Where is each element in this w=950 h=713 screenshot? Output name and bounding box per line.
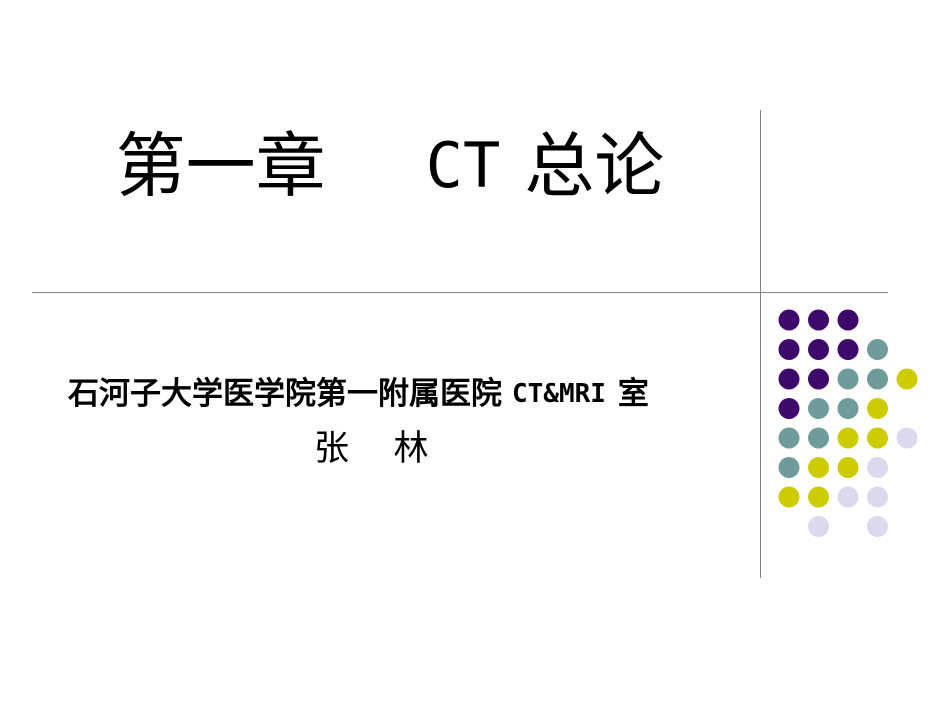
decorative-dot-yellow bbox=[837, 457, 859, 478]
decorative-dot-lavender bbox=[837, 486, 859, 508]
institution-name: 石河子大学医学院第一附属医院 bbox=[68, 375, 502, 412]
decorative-dot-yellow bbox=[808, 457, 829, 478]
decorative-dot-yellow bbox=[867, 398, 888, 419]
decorative-dot-purple bbox=[837, 309, 859, 331]
author-name: 张 林 bbox=[314, 429, 429, 469]
decorative-dot-yellow bbox=[808, 486, 829, 508]
decorative-dot-purple bbox=[778, 309, 800, 331]
decorative-dot-yellow bbox=[778, 486, 800, 508]
decorative-dot-lavender bbox=[896, 427, 918, 449]
decorative-dot-teal bbox=[778, 427, 800, 449]
title-overview: 总论 bbox=[524, 125, 665, 207]
decorative-dot-teal bbox=[778, 457, 800, 478]
decorative-dot-teal bbox=[837, 398, 859, 419]
decorative-dot-purple bbox=[808, 368, 829, 390]
decorative-dot-teal bbox=[837, 368, 859, 390]
vertical-divider bbox=[760, 110, 761, 578]
decorative-dot-lavender bbox=[867, 486, 888, 508]
department-suffix: 室 bbox=[617, 375, 649, 412]
decorative-dot-teal bbox=[867, 368, 888, 390]
decorative-dot-lavender bbox=[867, 516, 888, 537]
decorative-dot-lavender bbox=[808, 516, 829, 537]
decorative-dot-yellow bbox=[867, 427, 888, 449]
slide-subtitle: 石河子大学医学院第一附属医院 CT&MRI 室 bbox=[68, 374, 649, 414]
decorative-dot-lavender bbox=[867, 457, 888, 478]
decorative-dot-purple bbox=[808, 309, 829, 331]
decorative-dot-purple bbox=[837, 339, 859, 360]
slide-title: 第一章 CT 总论 bbox=[40, 116, 740, 216]
decorative-dot-purple bbox=[778, 339, 800, 360]
decorative-dot-purple bbox=[778, 398, 800, 419]
decorative-dot-purple bbox=[778, 368, 800, 390]
horizontal-divider bbox=[32, 292, 888, 293]
decorative-dot-teal bbox=[808, 427, 829, 449]
title-chapter: 第一章 bbox=[115, 125, 326, 207]
decorative-dot-purple bbox=[808, 339, 829, 360]
decorative-dot-yellow bbox=[837, 427, 859, 449]
decorative-dot-yellow bbox=[896, 368, 918, 390]
decorative-dot-teal bbox=[867, 339, 888, 360]
title-ct: CT bbox=[425, 129, 501, 202]
decorative-dot-teal bbox=[808, 398, 829, 419]
department-name: CT&MRI bbox=[512, 379, 606, 409]
